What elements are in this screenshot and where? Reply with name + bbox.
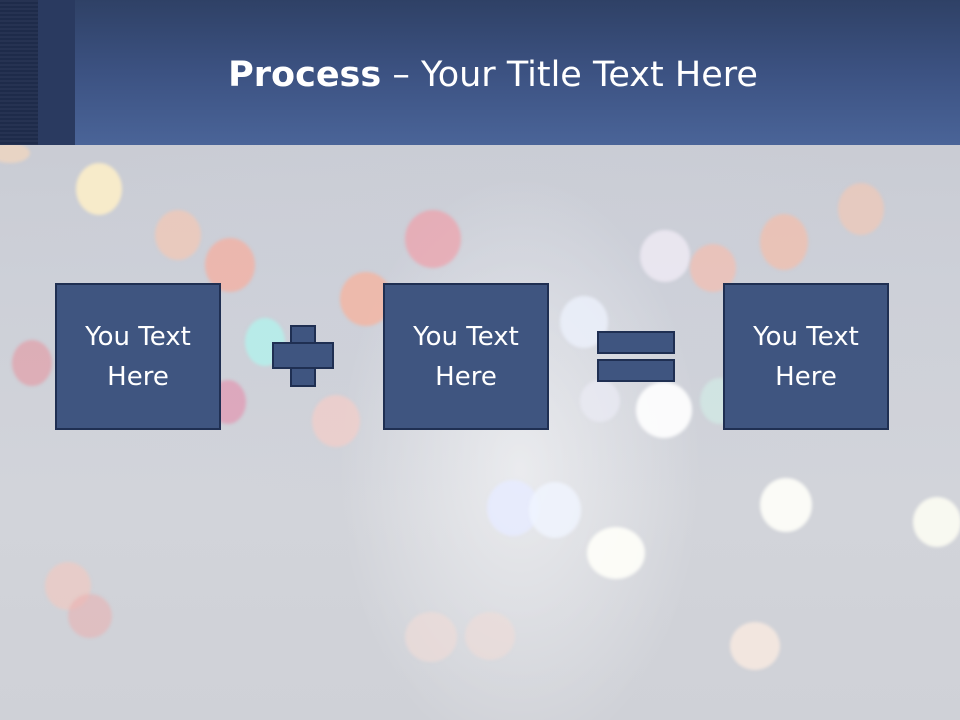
bokeh-light (68, 594, 112, 638)
box-line-1: You Text (85, 321, 191, 352)
bokeh-light (405, 210, 461, 268)
bokeh-light (405, 612, 457, 662)
title-bar: Process – Your Title Text Here (0, 0, 960, 145)
title-dash: – (381, 55, 421, 95)
box-line-2: Here (435, 361, 497, 392)
bokeh-light (838, 183, 884, 235)
bokeh-light (76, 163, 122, 215)
bokeh-light (0, 143, 30, 163)
plus-icon-center (292, 344, 314, 367)
process-box-1[interactable]: You Text Here (55, 283, 221, 430)
equals-icon-bottom-bar (597, 359, 675, 382)
bokeh-light (529, 482, 581, 538)
bokeh-light (913, 497, 960, 547)
process-box-2[interactable]: You Text Here (383, 283, 549, 430)
header-accent-strip (38, 0, 75, 145)
bokeh-light (760, 478, 812, 532)
box-line-1: You Text (413, 321, 519, 352)
process-box-text: You Text Here (741, 317, 871, 397)
title-rest-text: Your Title Text Here (420, 55, 758, 95)
process-box-text: You Text Here (73, 317, 203, 397)
header-accent-strip (0, 0, 38, 145)
bokeh-light (465, 612, 515, 660)
bokeh-light (155, 210, 201, 260)
bokeh-light (760, 214, 808, 270)
process-box-3[interactable]: You Text Here (723, 283, 889, 430)
bokeh-light (580, 380, 620, 422)
bokeh-light (640, 230, 690, 282)
process-box-text: You Text Here (401, 317, 531, 397)
slide-title[interactable]: Process – Your Title Text Here (0, 54, 960, 96)
box-line-2: Here (775, 361, 837, 392)
title-bold-text: Process (228, 55, 382, 95)
equals-icon-top-bar (597, 331, 675, 354)
bokeh-light (730, 622, 780, 670)
bokeh-light (587, 527, 645, 579)
box-line-1: You Text (753, 321, 859, 352)
bokeh-light (12, 340, 52, 386)
bokeh-light (636, 382, 692, 438)
bokeh-light (312, 395, 360, 447)
box-line-2: Here (107, 361, 169, 392)
